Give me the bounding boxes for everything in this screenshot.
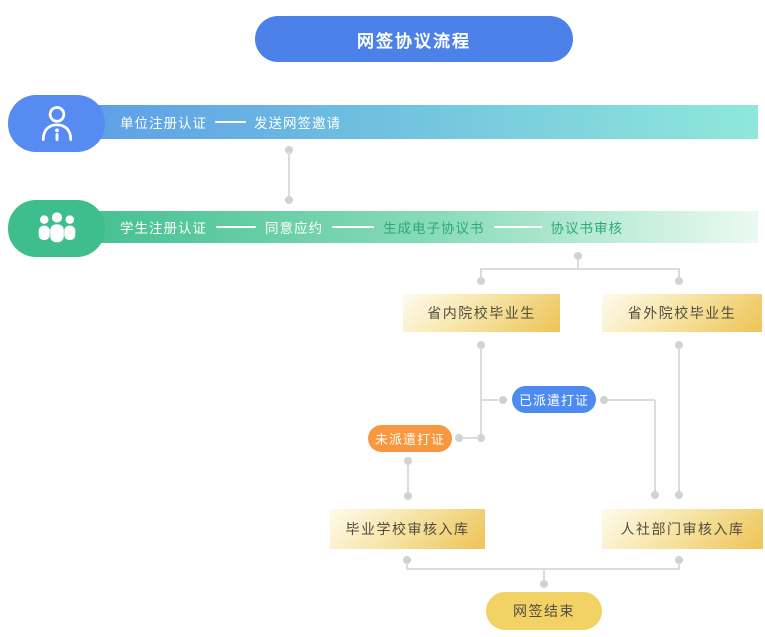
connector-line bbox=[482, 399, 498, 401]
node-in-province-graduates: 省内院校毕业生 bbox=[403, 294, 560, 332]
node-label: 已派遣打证 bbox=[518, 393, 589, 408]
node-school-audit: 毕业学校审核入库 bbox=[330, 509, 485, 549]
node-dispatched: 已派遣打证 bbox=[512, 386, 596, 413]
connector-line bbox=[406, 568, 680, 570]
user-icon bbox=[41, 105, 72, 141]
step-label-unit-register: 单位注册认证 bbox=[120, 116, 207, 131]
users-icon bbox=[38, 211, 75, 242]
node-undispatched: 未派遣打证 bbox=[368, 425, 452, 452]
connector-dot bbox=[285, 196, 293, 204]
node-label: 人社部门审核入库 bbox=[620, 521, 745, 537]
node-out-province-graduates: 省外院校毕业生 bbox=[602, 294, 762, 332]
connector-line bbox=[406, 563, 408, 569]
step-label-agreement-review: 协议书审核 bbox=[550, 221, 623, 236]
connector-dot bbox=[675, 341, 683, 349]
connector-dot bbox=[403, 556, 411, 564]
employer-lane-bar: 单位注册认证 发送网签邀请 bbox=[55, 105, 758, 139]
employer-chip bbox=[8, 95, 105, 152]
connector-line bbox=[577, 259, 579, 269]
connector-dot bbox=[675, 491, 683, 499]
connector-dot bbox=[477, 277, 485, 285]
connector-line bbox=[480, 348, 482, 436]
connector-dot bbox=[404, 457, 412, 465]
connector-line bbox=[407, 464, 409, 493]
node-label: 省外院校毕业生 bbox=[627, 305, 737, 321]
connector-line bbox=[480, 270, 482, 278]
node-hr-audit: 人社部门审核入库 bbox=[602, 509, 763, 549]
step-separator bbox=[493, 226, 542, 228]
node-label: 未派遣打证 bbox=[374, 432, 445, 447]
connector-dot bbox=[651, 491, 659, 499]
connector-dot bbox=[675, 556, 683, 564]
connector-line bbox=[678, 563, 680, 569]
step-separator bbox=[332, 226, 374, 228]
student-chip bbox=[8, 200, 105, 257]
step-label-send-invite: 发送网签邀请 bbox=[254, 116, 341, 131]
connector-line bbox=[678, 270, 680, 278]
connector-line bbox=[480, 268, 680, 270]
connector-line bbox=[288, 152, 290, 198]
connector-dot bbox=[499, 396, 507, 404]
step-label-student-register: 学生注册认证 bbox=[120, 221, 207, 236]
connector-dot bbox=[540, 580, 548, 588]
connector-dot bbox=[455, 434, 463, 442]
connector-line bbox=[654, 400, 656, 492]
node-label: 网签结束 bbox=[513, 603, 575, 619]
node-label: 毕业学校审核入库 bbox=[345, 521, 470, 537]
connector-line bbox=[607, 399, 655, 401]
connector-dot bbox=[675, 277, 683, 285]
node-end: 网签结束 bbox=[486, 592, 602, 630]
node-label: 省内院校毕业生 bbox=[427, 305, 536, 321]
step-separator bbox=[216, 226, 256, 228]
connector-dot bbox=[285, 146, 293, 154]
page-title-pill: 网签协议流程 bbox=[255, 16, 573, 62]
connector-dot bbox=[404, 492, 412, 500]
page-title: 网签协议流程 bbox=[357, 31, 471, 51]
connector-dot bbox=[574, 252, 582, 260]
step-label-generate-agreement: 生成电子协议书 bbox=[383, 221, 485, 236]
connector-dot bbox=[477, 341, 485, 349]
connector-line bbox=[678, 348, 680, 492]
connector-line bbox=[462, 437, 479, 439]
step-separator bbox=[215, 121, 246, 123]
connector-dot bbox=[477, 434, 485, 442]
connector-line bbox=[543, 570, 545, 580]
step-label-accept-offer: 同意应约 bbox=[265, 221, 323, 236]
student-lane-bar: 学生注册认证 同意应约 生成电子协议书 协议书审核 bbox=[55, 211, 758, 243]
connector-dot bbox=[600, 396, 608, 404]
